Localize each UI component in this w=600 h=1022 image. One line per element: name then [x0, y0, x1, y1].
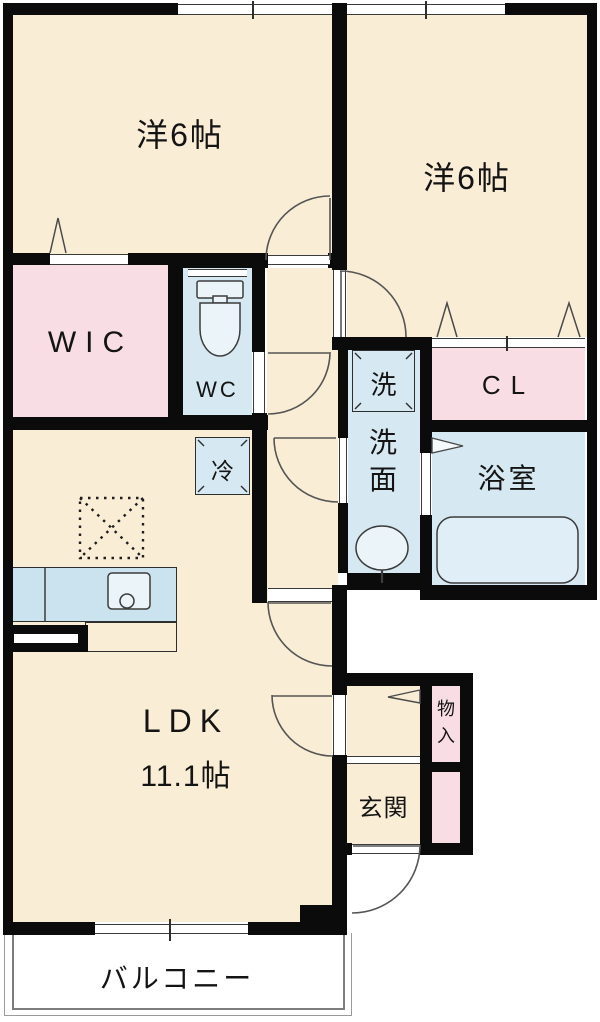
wc-window [188, 269, 247, 277]
window-balcony [95, 924, 248, 934]
bedroom1-room [13, 13, 332, 255]
wall-closet-bottom [420, 420, 597, 432]
wall-bath-bottom [420, 585, 597, 600]
entrance-label: 玄関 [358, 795, 409, 822]
wic-door-opening [50, 254, 128, 265]
wall-storage-left [420, 686, 432, 770]
wall-entrance-divider [420, 772, 432, 845]
washbasin-icon [355, 525, 409, 583]
ldk-room-east [268, 602, 332, 922]
window-tick-icon [169, 1, 508, 941]
storage-label: 物 入 [432, 696, 460, 750]
wc-label: WC [196, 377, 239, 402]
wall-bedroom-divider [332, 3, 347, 270]
wall-bath-left-b [420, 515, 432, 585]
bathtub-icon [436, 516, 579, 584]
entrance-step-line [347, 756, 420, 764]
wall-left [3, 3, 13, 935]
ldk-room [13, 430, 268, 922]
wall-bottom-corner [300, 905, 347, 935]
closet-sliding-door [432, 338, 585, 348]
wall-washroom-top [332, 337, 432, 350]
bedroom1-label: 洋6帖 [136, 117, 224, 153]
wall-corridor-stub [332, 585, 347, 602]
wall-top-left [3, 3, 178, 15]
storage-label-char2: 入 [437, 726, 455, 746]
balcony-label: バルコニー [99, 963, 255, 994]
entrance-side-strip [432, 772, 460, 843]
wall-corridor-left [252, 413, 267, 603]
wall-entrance-bottom-right [420, 843, 473, 855]
bathroom-label: 浴室 [477, 463, 540, 494]
dashed-cross-box-icon [78, 496, 145, 560]
laundry-box-label: 洗 [370, 370, 397, 400]
entrance-room [347, 764, 420, 845]
wall-wic-right [168, 253, 183, 417]
wall-entrance-bottom-left [338, 843, 352, 855]
wall-bedroom1-bottom-a [3, 253, 50, 265]
kitchen-sink-icon [44, 568, 151, 621]
bedroom2-room [347, 13, 587, 337]
wc-door-opening [253, 352, 265, 413]
wall-bottom-a [3, 922, 95, 935]
wall-right [587, 3, 597, 600]
balcony-inner [12, 933, 345, 1010]
washroom-label: 洗 面 [361, 424, 405, 498]
ldk-label: LDK [142, 703, 230, 739]
washroom-door-opening [339, 438, 347, 503]
wall-wc-right [252, 268, 265, 352]
ldk-size-label: 11.1帖 [140, 760, 232, 793]
bedroom2-door-opening [333, 270, 346, 337]
wall-wc-top [178, 253, 268, 268]
storage-door-flag-icon [387, 689, 421, 704]
refrigerator-box [195, 437, 250, 495]
corridor-ldk-doorway [268, 588, 332, 602]
bath-door-flag-icon [431, 437, 464, 454]
door-swing-arc-icon [265, 195, 421, 914]
wall-entrance-top [338, 673, 473, 686]
wall-corridor-right-b [338, 503, 348, 573]
wall-corridor-right-a [338, 350, 348, 438]
front-door-opening [352, 844, 420, 854]
toilet-icon [196, 280, 244, 357]
wall-bottom-b [248, 922, 300, 935]
kitchen-counter-bar-slit [14, 634, 78, 643]
wall-washroom-bottom [347, 573, 432, 590]
closet-room [432, 348, 585, 420]
wall-top-right [505, 3, 597, 15]
wall-storage-bottom [420, 762, 473, 772]
corridor [267, 268, 338, 602]
refrigerator-label: 冷 [211, 458, 234, 484]
storage-label-char1: 物 [437, 699, 455, 719]
wic-room [13, 265, 168, 417]
bedroom2-label: 洋6帖 [423, 160, 511, 196]
bath-door-opening [421, 453, 431, 515]
washroom-label-char2: 面 [368, 464, 397, 495]
wall-bedroom1-bottom-b [128, 253, 178, 265]
wall-wc-bottom [170, 415, 268, 430]
box-corner-tick-icon [197, 352, 413, 493]
wall-wic-bottom [3, 417, 183, 430]
washroom-label-char1: 洗 [368, 427, 397, 458]
closet-label: CL [481, 370, 536, 400]
ldk-entrance-door-opening [333, 695, 346, 755]
wic-label: WIC [47, 326, 134, 359]
folding-door-triangle-icon [49, 217, 581, 338]
wall-ldk-right-a [332, 600, 347, 695]
laundry-box [352, 350, 415, 412]
storage-room [432, 686, 460, 762]
bedroom1-door-opening [268, 255, 330, 265]
kitchen-counter-side [85, 622, 177, 652]
